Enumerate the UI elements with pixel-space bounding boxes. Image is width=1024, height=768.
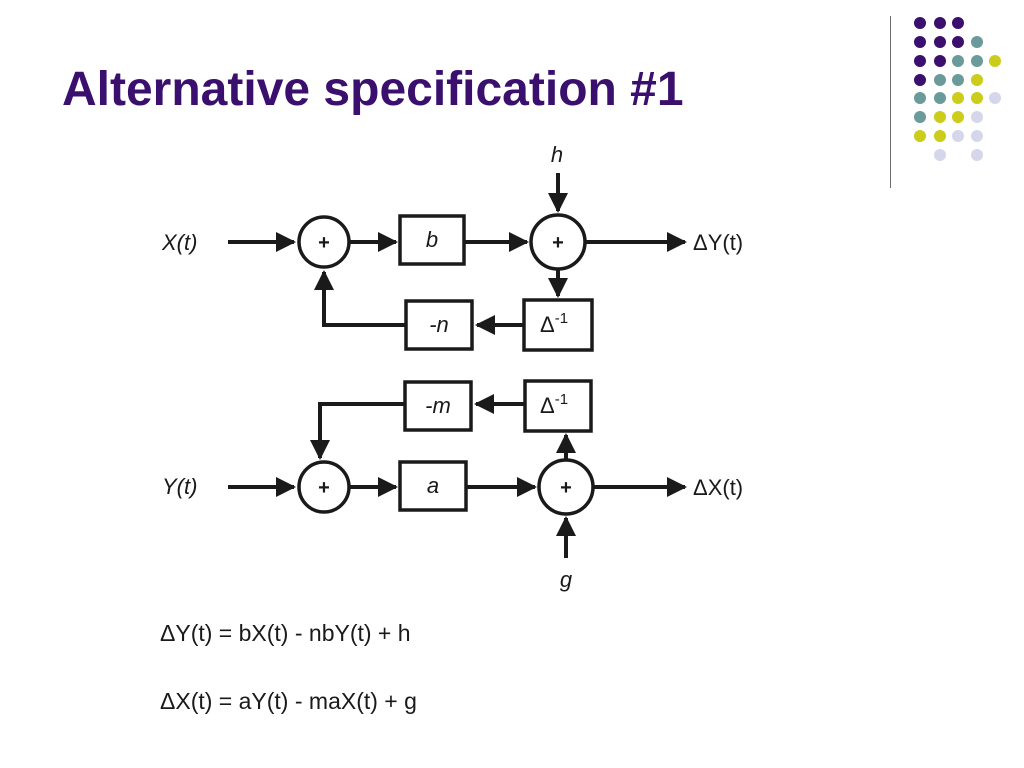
bottom-loop: -m Δ-1 Y(t) + a + ΔX(t) g bbox=[162, 379, 743, 592]
top-feedback-arrow bbox=[314, 270, 406, 327]
top-feedback-gain-block bbox=[404, 299, 474, 351]
bottom-feedback-gain-label: -m bbox=[425, 393, 451, 418]
top-sum-1-sign: + bbox=[318, 232, 330, 254]
bottom-delay-exponent: -1 bbox=[555, 391, 568, 408]
bottom-sum-2-sign: + bbox=[560, 477, 572, 499]
top-gain-label: b bbox=[426, 227, 438, 252]
top-delay-symbol: Δ bbox=[540, 312, 555, 337]
bottom-delay-label: Δ-1 bbox=[540, 391, 568, 418]
bottom-output-label: ΔX(t) bbox=[693, 475, 743, 500]
top-external-input-label: h bbox=[551, 142, 563, 167]
bottom-sum-1-sign: + bbox=[318, 477, 330, 499]
equation-delta-x: ΔX(t) = aY(t) - maX(t) + g bbox=[160, 688, 417, 714]
bottom-feedback-arrow bbox=[310, 402, 405, 460]
top-delay-exponent: -1 bbox=[555, 310, 568, 327]
top-loop: X(t) + b + h ΔY(t) Δ-1 -n bbox=[161, 142, 743, 352]
decorative-divider bbox=[890, 16, 891, 188]
bottom-gain-label: a bbox=[427, 473, 439, 498]
bottom-delay-symbol: Δ bbox=[540, 393, 555, 418]
bottom-external-input-label: g bbox=[560, 567, 573, 592]
top-input-label: X(t) bbox=[161, 230, 197, 255]
top-sum-2-sign: + bbox=[552, 232, 564, 254]
top-output-label: ΔY(t) bbox=[693, 230, 743, 255]
slide-title: Alternative specification #1 bbox=[62, 63, 684, 116]
top-gain-block bbox=[398, 214, 466, 266]
top-feedback-gain-label: -n bbox=[429, 312, 449, 337]
bottom-input-label: Y(t) bbox=[162, 474, 197, 499]
equation-delta-y: ΔY(t) = bX(t) - nbY(t) + h bbox=[160, 620, 411, 646]
top-delay-label: Δ-1 bbox=[540, 310, 568, 337]
bottom-gain-block bbox=[398, 460, 468, 512]
